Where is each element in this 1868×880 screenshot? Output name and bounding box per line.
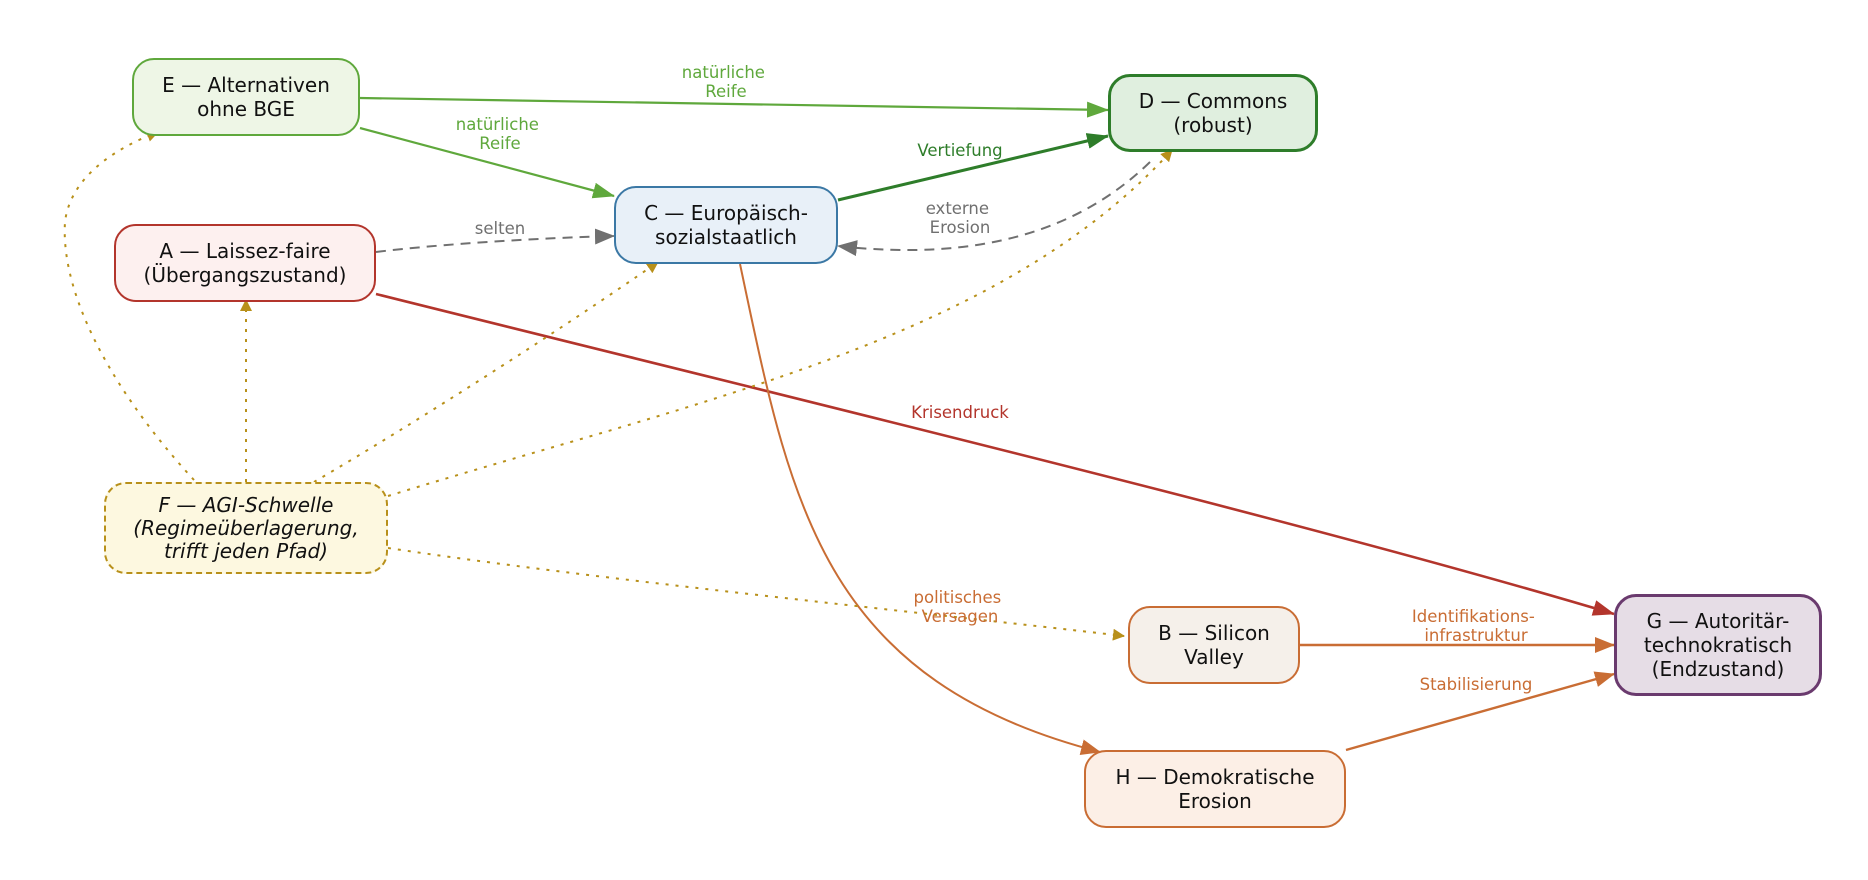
node-g[interactable]: G — Autoritär- technokratisch (Endzustan… <box>1614 594 1822 696</box>
node-d-line-1: D — Commons <box>1138 89 1288 113</box>
edges <box>63 96 1615 756</box>
edge-a-g <box>375 292 1615 616</box>
node-f[interactable]: F — AGI-Schwelle (Regimeüberlagerung, tr… <box>104 482 388 574</box>
edge-c-h <box>739 263 1101 756</box>
edge-label-e-c: natürliche Reife <box>456 115 544 153</box>
node-c[interactable]: C — Europäisch- sozialstaatlich <box>614 186 838 264</box>
node-h[interactable]: H — Demokratische Erosion <box>1084 750 1346 828</box>
node-h-line-2: Erosion <box>1178 789 1252 813</box>
node-d[interactable]: D — Commons (robust) <box>1108 74 1318 152</box>
node-g-line-1: G — Autoritär- <box>1646 609 1790 633</box>
node-c-line-2: sozialstaatlich <box>655 225 797 249</box>
edge-d-c <box>837 161 1151 257</box>
node-e-line-2: ohne BGE <box>197 97 295 121</box>
edge-f-c <box>313 261 659 483</box>
node-d-line-2: (robust) <box>1173 113 1253 137</box>
edge-labels: natürliche Reife natürliche Reife Vertie… <box>456 63 1540 694</box>
edge-label-d-c: externe Erosion <box>926 199 995 237</box>
node-g-line-3: (Endzustand) <box>1651 657 1785 681</box>
edge-a-c <box>375 228 615 253</box>
node-e-line-1: E — Alternativen <box>162 73 330 97</box>
node-a-line-2: (Übergangszustand) <box>143 263 347 287</box>
edge-c-d <box>837 133 1109 202</box>
node-c-line-1: C — Europäisch- <box>644 201 808 225</box>
node-f-line-3: trifft jeden Pfad) <box>163 538 328 563</box>
node-e[interactable]: E — Alternativen ohne BGE <box>132 58 360 136</box>
edge-label-e-d: natürliche Reife <box>682 63 770 101</box>
node-b-line-2: Valley <box>1184 645 1244 669</box>
node-h-line-1: H — Demokratische <box>1115 765 1315 789</box>
edge-label-c-d: Vertiefung <box>917 141 1002 160</box>
edge-label-a-g: Krisendruck <box>911 403 1009 422</box>
node-a[interactable]: A — Laissez-faire (Übergangszustand) <box>114 224 376 302</box>
node-f-line-1: F — AGI-Schwelle <box>158 492 334 517</box>
edge-e-d <box>359 96 1109 118</box>
node-f-line-2: (Regimeüberlagerung, <box>133 515 359 540</box>
node-b[interactable]: B — Silicon Valley <box>1128 606 1300 684</box>
edge-label-c-h: politisches Versagen <box>914 588 1007 626</box>
edge-label-h-g: Stabilisierung <box>1420 675 1533 694</box>
edge-e-c <box>359 126 615 199</box>
edge-f-b <box>387 547 1125 641</box>
edge-h-g <box>1345 671 1615 752</box>
node-b-line-1: B — Silicon <box>1158 621 1270 645</box>
edge-label-b-g: Identifikations- infrastruktur <box>1412 607 1540 645</box>
edge-f-e <box>63 130 195 481</box>
node-a-line-1: A — Laissez-faire <box>159 239 331 263</box>
edge-label-a-c: selten <box>475 219 525 238</box>
node-g-line-2: technokratisch <box>1643 633 1793 657</box>
